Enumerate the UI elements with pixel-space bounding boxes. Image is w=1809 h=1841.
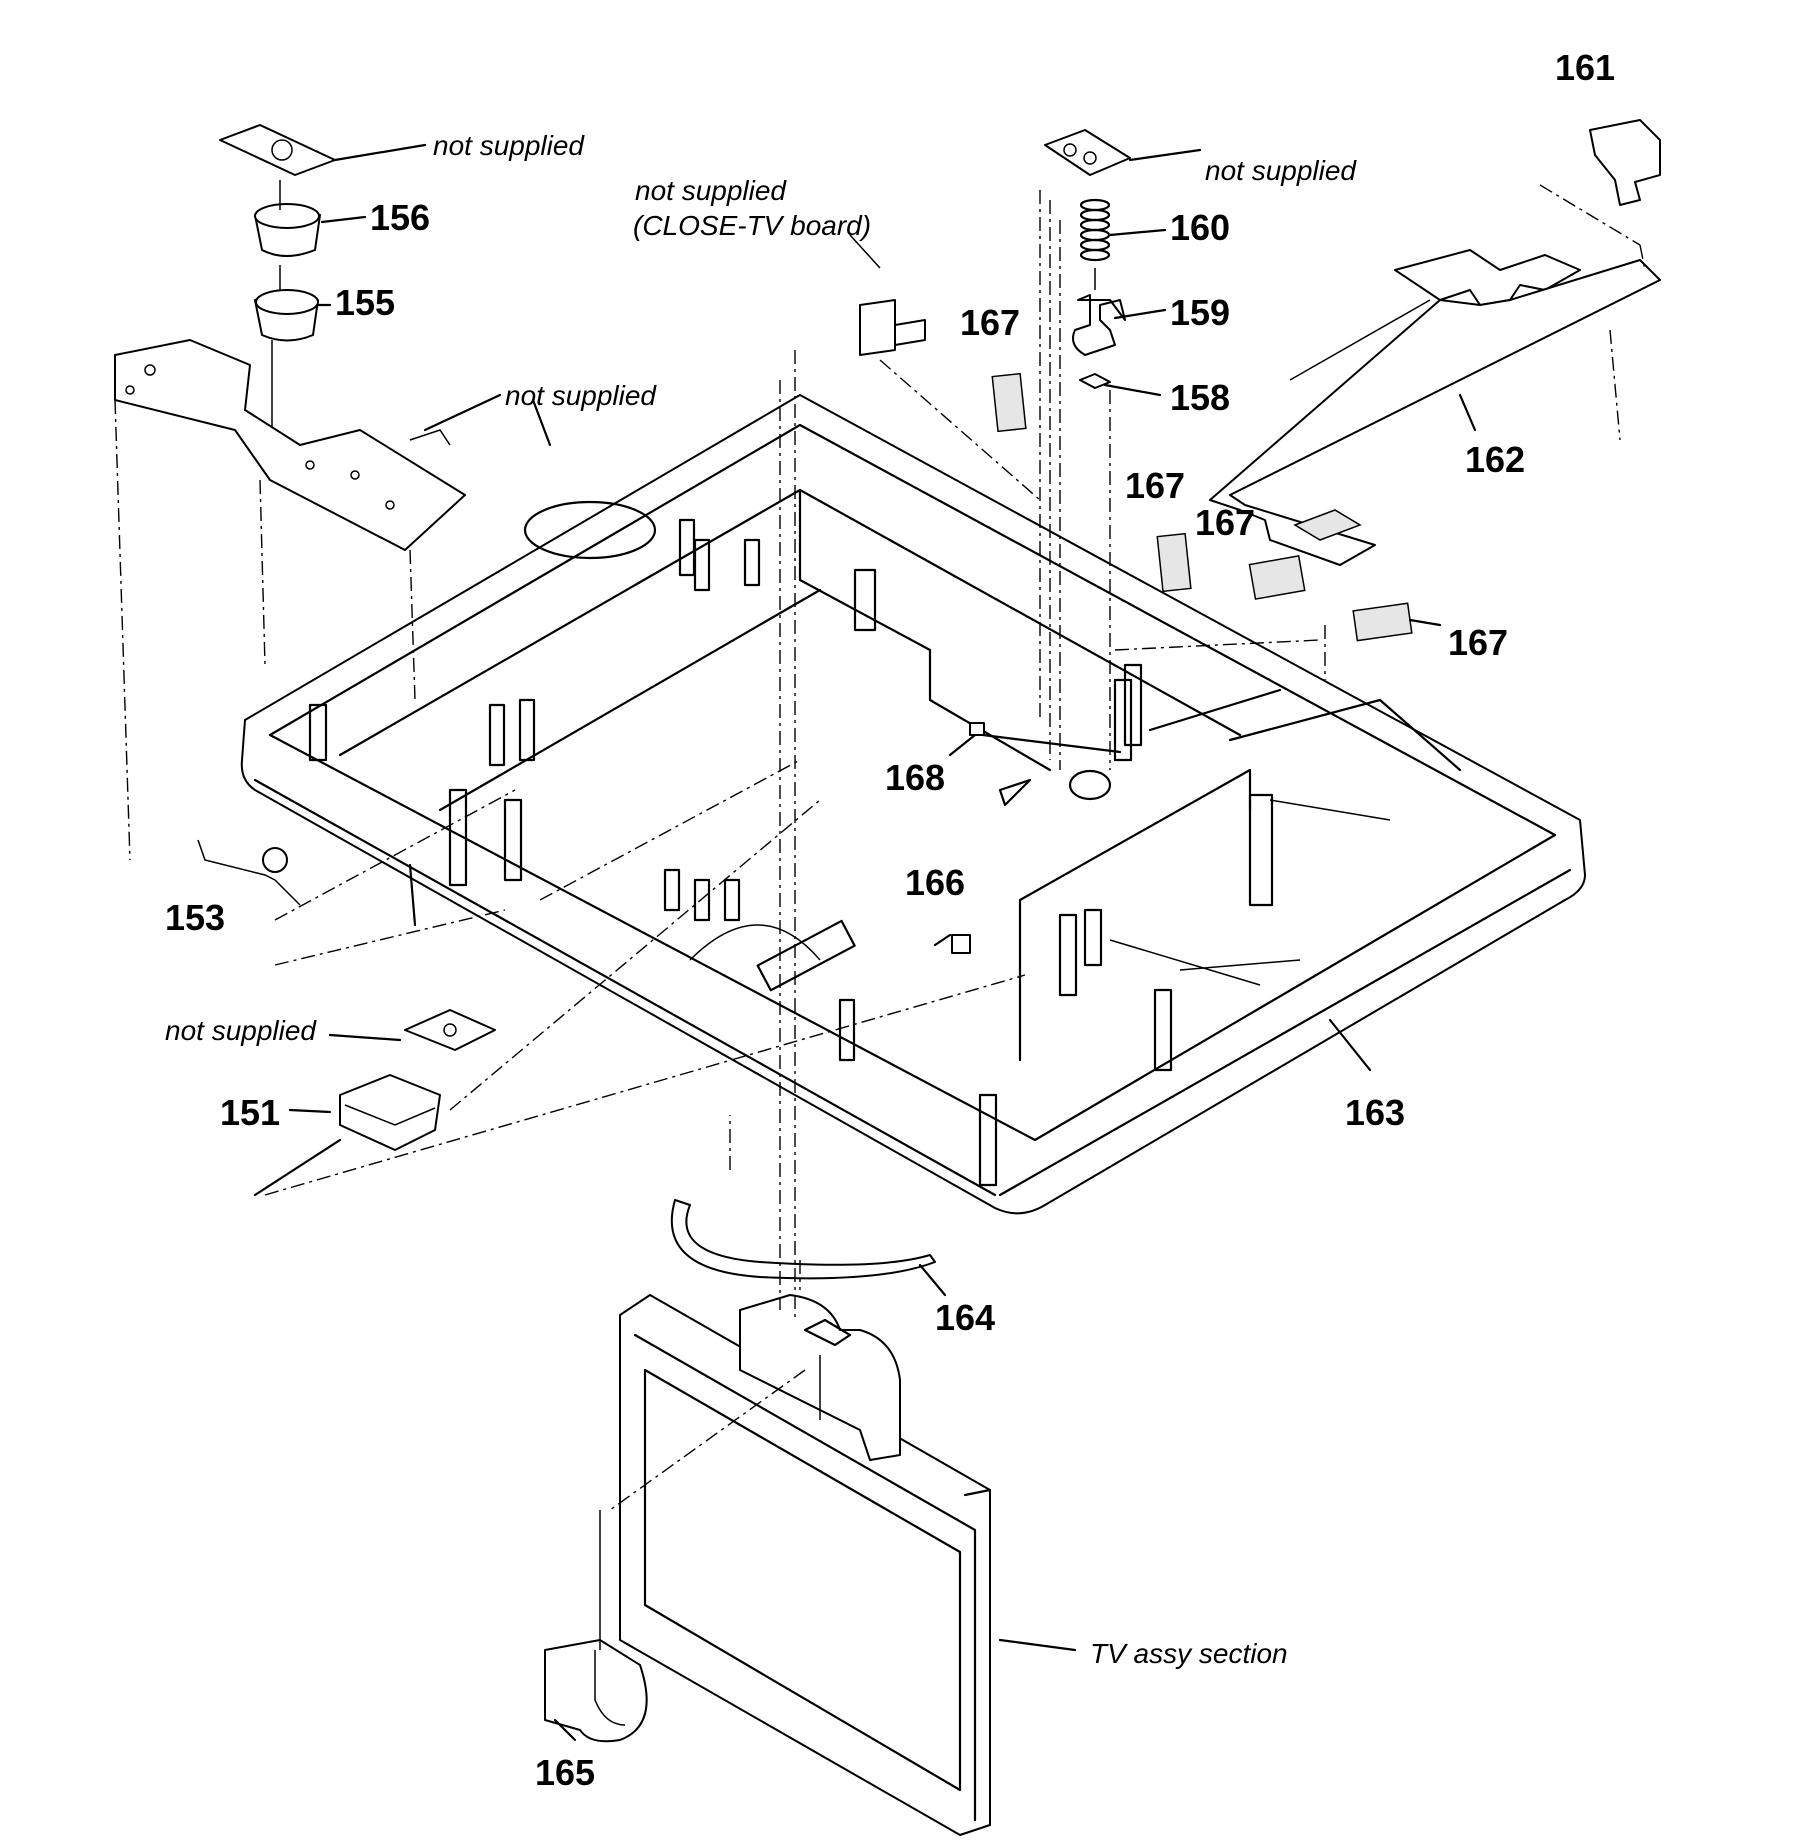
callout-161: 161	[1555, 47, 1615, 88]
callout-156: 156	[370, 197, 430, 238]
note-not-supplied-middle: not supplied	[505, 380, 657, 411]
callout-164: 164	[935, 1297, 995, 1338]
callout-160: 160	[1170, 207, 1230, 248]
hinge-cover-164	[670, 1115, 936, 1290]
note-labels: not supplied not supplied (CLOSE-TV boar…	[165, 130, 1357, 1669]
part-166	[951, 934, 971, 954]
note-tv-assy-section: TV assy section	[1090, 1638, 1288, 1669]
part-168	[969, 722, 985, 736]
left-small-parts	[197, 799, 1026, 1196]
note-not-supplied-bottom-left: not supplied	[165, 1015, 317, 1046]
callout-155: 155	[335, 282, 395, 323]
top-left-assembly	[114, 124, 466, 861]
top-right-assembly	[1044, 119, 1661, 566]
note-not-supplied-top-right: not supplied	[1205, 155, 1357, 186]
callout-167-d: 167	[1448, 622, 1508, 663]
callout-158: 158	[1170, 377, 1230, 418]
note-not-supplied-close-tv: not supplied	[635, 175, 787, 206]
callout-labels: 151 153 155 156 158 159 160 161 162 163 …	[165, 47, 1615, 1793]
callout-151: 151	[220, 1092, 280, 1133]
callout-162: 162	[1465, 439, 1525, 480]
callout-168: 168	[885, 757, 945, 798]
callout-166: 166	[905, 862, 965, 903]
callout-159: 159	[1170, 292, 1230, 333]
leader-lines	[253, 143, 1477, 1742]
callout-163: 163	[1345, 1092, 1405, 1133]
tv-assy-section	[609, 1294, 992, 1836]
chassis-frame-163	[240, 394, 1586, 1215]
pads-167	[991, 372, 1413, 642]
callout-153: 153	[165, 897, 225, 938]
callout-167-a: 167	[960, 302, 1020, 343]
close-tv-board-part	[849, 234, 926, 356]
callout-165: 165	[535, 1752, 595, 1793]
callout-167-b: 167	[1125, 465, 1185, 506]
note-not-supplied-top-left: not supplied	[433, 130, 585, 161]
assembly-guide-lines	[274, 190, 1621, 1320]
corner-cover-165	[544, 1510, 648, 1743]
callout-167-c: 167	[1195, 502, 1255, 543]
note-close-tv-board: (CLOSE-TV board)	[633, 210, 871, 241]
